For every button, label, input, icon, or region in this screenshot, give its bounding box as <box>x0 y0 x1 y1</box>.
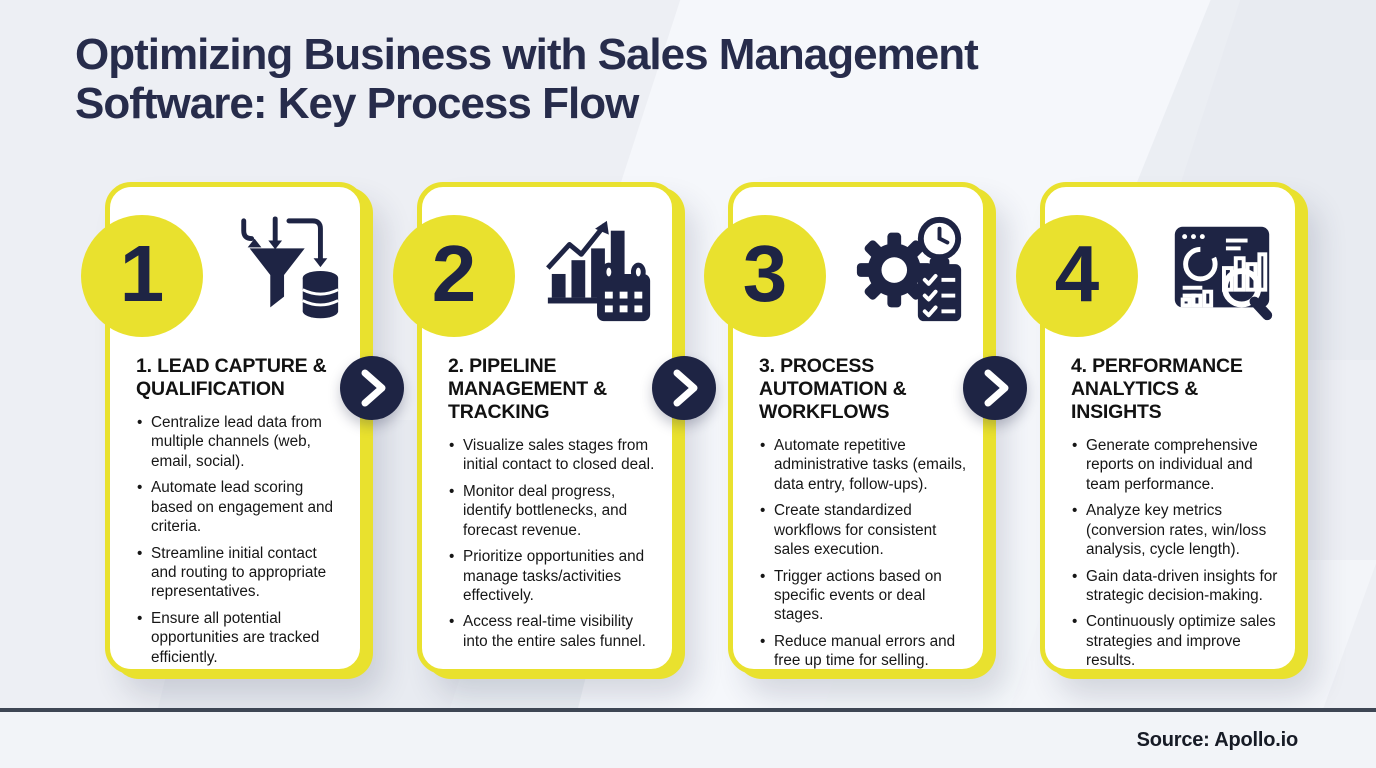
growth-chart-calendar-icon <box>540 213 658 331</box>
step-bullet-list: Generate comprehensive reports on indivi… <box>1071 436 1281 671</box>
source-attribution: Source: Apollo.io <box>1136 728 1299 751</box>
step-number-badge: 3 <box>704 215 826 337</box>
step-card-2: 2 <box>393 182 677 674</box>
bullet-item: Reduce manual errors and free up time fo… <box>759 632 969 671</box>
step-number: 4 <box>1054 229 1100 318</box>
bullet-item: Automate repetitive administrative tasks… <box>759 436 969 494</box>
bullet-item: Analyze key metrics (conversion rates, w… <box>1071 501 1281 559</box>
step-number-badge: 2 <box>393 215 515 337</box>
bullet-item: Create standardized workflows for consis… <box>759 501 969 559</box>
bullet-item: Monitor deal progress, identify bottlene… <box>448 482 658 540</box>
dashboard-magnifier-icon <box>1163 213 1281 331</box>
bullet-item: Trigger actions based on specific events… <box>759 567 969 625</box>
gear-clock-checklist-icon <box>851 213 969 331</box>
bullet-item: Automate lead scoring based on engagemen… <box>136 478 346 536</box>
step-heading: 2. PIPELINE MANAGEMENT & TRACKING <box>448 355 608 423</box>
bullet-item: Centralize lead data from multiple chann… <box>136 413 346 471</box>
chevron-right-icon <box>652 356 716 420</box>
bullet-item: Access real-time visibility into the ent… <box>448 612 658 651</box>
bullet-item: Streamline initial contact and routing t… <box>136 544 346 602</box>
step-bullet-list: Automate repetitive administrative tasks… <box>759 436 969 671</box>
bullet-item: Visualize sales stages from initial cont… <box>448 436 658 475</box>
footer: Source: Apollo.io <box>0 712 1376 768</box>
bullet-item: Prioritize opportunities and manage task… <box>448 547 658 605</box>
footer-divider <box>0 708 1376 712</box>
step-number: 3 <box>742 229 788 318</box>
bullet-item: Generate comprehensive reports on indivi… <box>1071 436 1281 494</box>
step-number: 1 <box>119 229 165 318</box>
step-card-4: 4 <box>1016 182 1300 674</box>
step-number: 2 <box>431 229 477 318</box>
step-bullet-list: Centralize lead data from multiple chann… <box>136 413 346 667</box>
step-bullet-list: Visualize sales stages from initial cont… <box>448 436 658 651</box>
step-card-1: 1 <box>81 182 365 674</box>
step-heading: 4. PERFORMANCE ANALYTICS & INSIGHTS <box>1071 355 1243 423</box>
bullet-item: Ensure all potential opportunities are t… <box>136 609 346 667</box>
bullet-item: Continuously optimize sales strategies a… <box>1071 612 1281 670</box>
chevron-right-icon <box>340 356 404 420</box>
step-card-3: 3 <box>704 182 988 674</box>
step-heading: 3. PROCESS AUTOMATION & WORKFLOWS <box>759 355 907 423</box>
step-heading: 1. LEAD CAPTURE & QUALIFICATION <box>136 355 327 400</box>
bullet-item: Gain data-driven insights for strategic … <box>1071 567 1281 606</box>
chevron-right-icon <box>963 356 1027 420</box>
funnel-database-icon <box>228 213 346 331</box>
step-number-badge: 1 <box>81 215 203 337</box>
page-title: Optimizing Business with Sales Managemen… <box>75 30 979 129</box>
step-number-badge: 4 <box>1016 215 1138 337</box>
